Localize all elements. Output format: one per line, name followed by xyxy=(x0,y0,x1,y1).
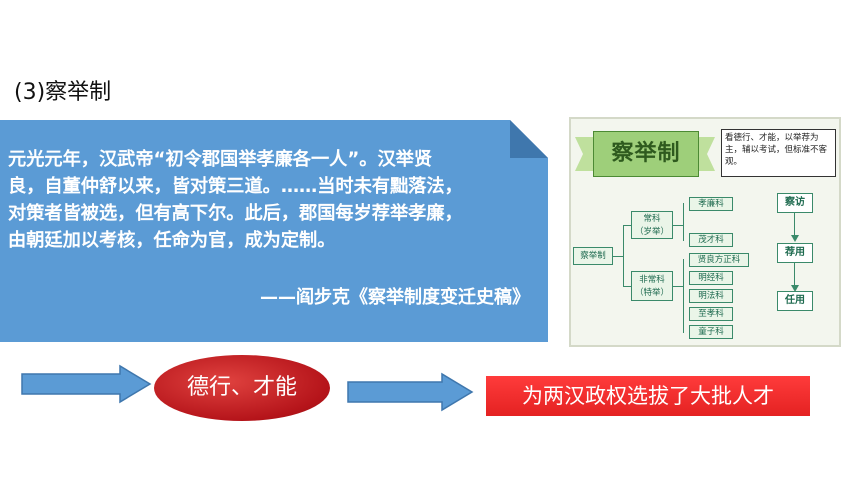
connector xyxy=(673,225,683,226)
section-heading: (3)察举制 xyxy=(14,80,112,105)
quote-source: ——阎步克《察举制度变迁史稿》 xyxy=(260,287,530,308)
branch-regular: 常科 （岁举） xyxy=(631,211,673,239)
arrow-down-icon xyxy=(791,235,799,242)
quote-box xyxy=(0,120,548,342)
flow-step: 任用 xyxy=(777,291,813,311)
connector xyxy=(794,213,795,237)
chaju-diagram: 察举制 看德行、才能，以举荐为主，辅以考试，但标准不客观。 察举制 常科 （岁举… xyxy=(569,117,841,347)
diagram-root: 察举制 xyxy=(573,247,613,265)
flow-step: 荐用 xyxy=(777,243,813,263)
quote-line: 由朝廷加以考核，任命为官，成为定制。 xyxy=(8,230,336,251)
connector xyxy=(623,225,624,287)
diagram-note: 看德行、才能，以举荐为主，辅以考试，但标准不客观。 xyxy=(721,129,836,177)
quote-line: 良，自董仲舒以来，皆对策三道。……当时未有黜落法， xyxy=(8,176,463,197)
special-item: 童子科 xyxy=(689,325,733,339)
quote-line: 对策者皆被选，但有高下尔。此后，郡国每岁荐举孝廉， xyxy=(8,203,463,224)
result-box: 为两汉政权选拔了大批人才 xyxy=(486,376,810,416)
diagram-title: 察举制 xyxy=(593,131,699,177)
connector xyxy=(794,263,795,287)
branch-special: 非常科 （特举） xyxy=(631,271,673,301)
special-item: 至孝科 xyxy=(689,307,733,321)
connector xyxy=(673,286,683,287)
regular-item: 孝廉科 xyxy=(689,197,733,211)
special-item: 贤良方正科 xyxy=(689,253,749,267)
right-arrow-icon xyxy=(347,372,474,412)
quote-text: 元光元年，汉武帝“初令郡国举孝廉各一人”。汉举贤 良，自董仲舒以来，皆对策三道。… xyxy=(8,146,538,254)
regular-item: 茂才科 xyxy=(689,233,733,247)
flow-step: 察访 xyxy=(777,193,813,213)
connector xyxy=(683,259,684,333)
banner-right-ribbon xyxy=(695,137,715,171)
connector xyxy=(623,225,631,226)
quote-line: 元光元年，汉武帝“初令郡国举孝廉各一人”。汉举贤 xyxy=(8,149,433,170)
banner-left-ribbon xyxy=(575,137,595,171)
connector xyxy=(623,286,631,287)
special-item: 明经科 xyxy=(689,271,733,285)
connector xyxy=(613,256,623,257)
right-arrow-icon xyxy=(21,364,152,404)
connector xyxy=(683,203,684,241)
arrow-down-icon xyxy=(791,285,799,292)
criteria-ellipse: 德行、才能 xyxy=(154,355,330,421)
special-item: 明法科 xyxy=(689,289,733,303)
